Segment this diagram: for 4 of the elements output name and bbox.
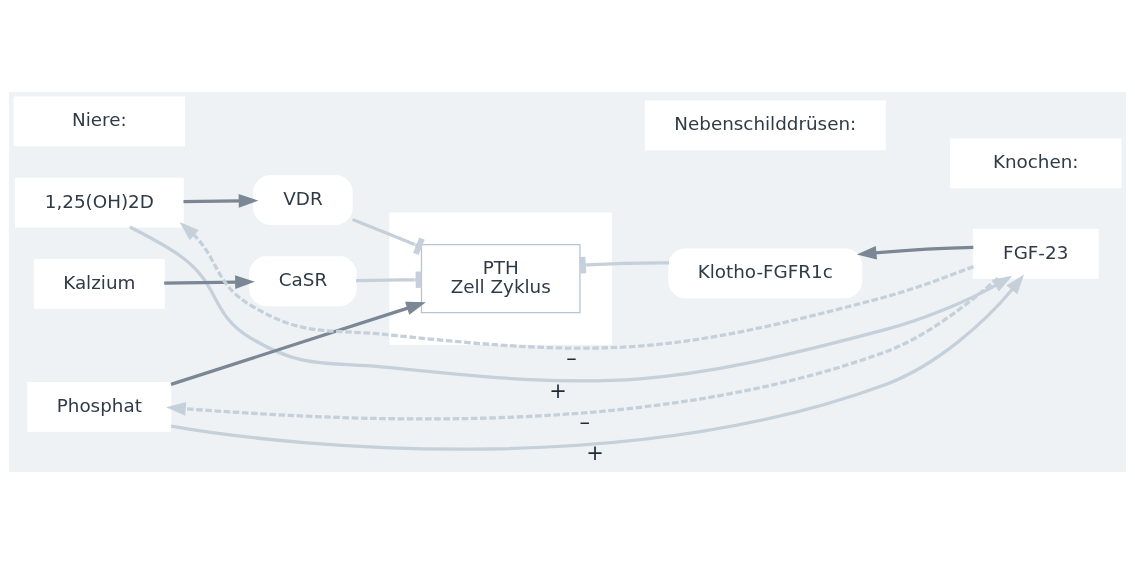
edge-label: + — [586, 440, 604, 465]
edge-label: – — [579, 410, 590, 435]
edge-label: + — [549, 378, 567, 403]
edge-label: – — [566, 345, 577, 370]
